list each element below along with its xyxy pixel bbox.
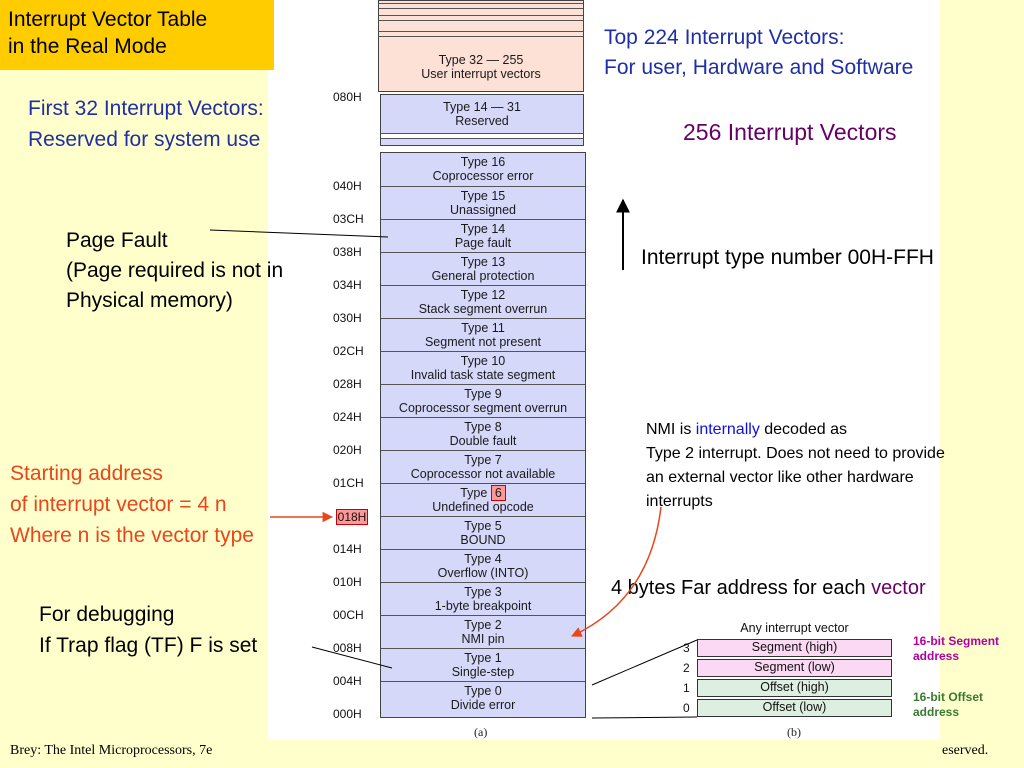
note-first32-line2: Reserved for system use — [28, 128, 261, 151]
slide-title: Interrupt Vector Table in the Real Mode — [0, 0, 274, 70]
byte-index: 3 — [683, 641, 690, 655]
note-page-fault-3: Physical memory) — [66, 289, 233, 312]
footer-citation: Brey: The Intel Microprocessors, 7e — [10, 743, 213, 758]
note-page-fault-1: Page Fault — [66, 229, 168, 252]
address-label: 034H — [333, 278, 362, 292]
address-label: 014H — [333, 542, 362, 556]
address-label: 020H — [333, 443, 362, 457]
break-mark — [381, 133, 583, 139]
segment-low-byte: Segment (low) — [697, 659, 892, 677]
address-label: 080H — [333, 90, 362, 104]
address-label: 028H — [333, 377, 362, 391]
slide-title-line1: Interrupt Vector Table — [8, 8, 208, 31]
segment-high-byte: Segment (high) — [697, 639, 892, 657]
note-start-addr-2: of interrupt vector = 4 n — [10, 493, 227, 516]
note-total-vectors: 256 Interrupt Vectors — [683, 119, 897, 145]
slide-background-left — [0, 0, 268, 768]
address-label: 008H — [333, 641, 362, 655]
user-vectors-desc: User interrupt vectors — [421, 67, 541, 81]
note-nmi-4: interrupts — [646, 493, 713, 510]
address-label-highlighted: 018H — [336, 509, 368, 525]
reserved-vectors-desc: Reserved — [455, 114, 509, 128]
highlighted-type-number: 6 — [490, 485, 506, 501]
address-label: 03CH — [333, 212, 364, 226]
note-debug-1: For debugging — [39, 603, 175, 626]
byte-index: 0 — [683, 701, 690, 715]
note-type-number: Interrupt type number 00H-FFH — [641, 246, 934, 269]
user-vectors-type: Type 32 — 255 — [438, 53, 524, 67]
note-top224-line1: Top 224 Interrupt Vectors: — [604, 26, 845, 49]
note-debug-2: If Trap flag (TF) F is set — [39, 634, 258, 657]
note-far-address: 4 bytes Far address for each vector — [611, 577, 926, 599]
figure-label-b: (b) — [787, 725, 801, 739]
address-label: 004H — [333, 674, 362, 688]
break-mark — [379, 3, 583, 9]
address-label: 01CH — [333, 476, 364, 490]
note-start-addr-1: Starting address — [10, 462, 163, 485]
note-start-addr-3: Where n is the vector type — [10, 524, 254, 547]
note-nmi-2: Type 2 interrupt. Does not need to provi… — [646, 445, 945, 462]
address-label: 038H — [333, 245, 362, 259]
byte-index: 2 — [683, 661, 690, 675]
break-mark — [379, 31, 583, 37]
address-label: 010H — [333, 575, 362, 589]
note-page-fault-2: (Page required is not in — [66, 259, 284, 282]
note-first32-line1: First 32 Interrupt Vectors: — [28, 97, 264, 120]
far-pointer-title: Any interrupt vector — [740, 621, 849, 635]
slide-background-right — [940, 0, 1024, 768]
address-label: 024H — [333, 410, 362, 424]
note-nmi-1: NMI is internally decoded as — [646, 421, 847, 438]
address-label: 00CH — [333, 608, 364, 622]
slide-title-line2: in the Real Mode — [8, 35, 167, 58]
address-label: 030H — [333, 311, 362, 325]
footer-rights: eserved. — [942, 743, 989, 758]
byte-index: 1 — [683, 681, 690, 695]
address-label: 000H — [333, 707, 362, 721]
note-top224-line2: For user, Hardware and Software — [604, 56, 914, 79]
figure-label-a: (a) — [474, 725, 488, 739]
address-label: 040H — [333, 179, 362, 193]
offset-low-byte: Offset (low) — [697, 699, 892, 717]
address-label: 02CH — [333, 344, 364, 358]
reserved-vectors-block: Type 14 — 31 Reserved — [380, 94, 584, 146]
note-nmi-3: an external vector like other hardware — [646, 469, 914, 486]
user-vectors-block: Type 32 — 255 User interrupt vectors — [378, 0, 584, 92]
reserved-vectors-type: Type 14 — 31 — [443, 100, 521, 114]
offset-high-byte: Offset (high) — [697, 679, 892, 697]
break-mark — [379, 15, 583, 21]
